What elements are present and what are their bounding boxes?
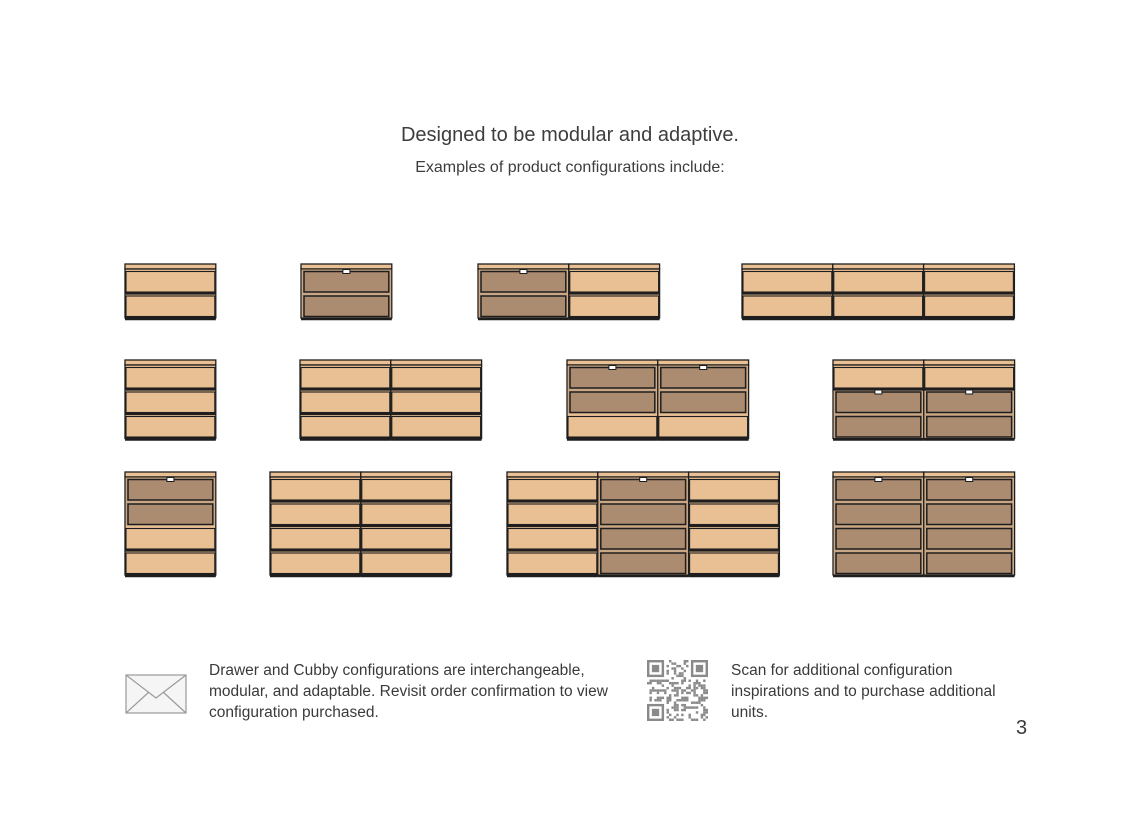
drawer-handle (608, 365, 617, 370)
module-unit (832, 263, 925, 321)
configuration-6 (299, 359, 483, 441)
drawer-handle (699, 365, 708, 370)
drawer-handle (965, 389, 974, 395)
configuration-10 (269, 471, 453, 578)
module-unit (124, 263, 217, 321)
drawer-handle (166, 477, 175, 482)
module-unit (477, 263, 570, 321)
module-unit (687, 471, 781, 578)
configuration-9 (124, 471, 217, 578)
module-unit (506, 471, 599, 578)
module-unit (741, 263, 834, 321)
module-unit (832, 359, 925, 441)
configuration-1 (124, 263, 217, 321)
module-unit (922, 263, 1016, 321)
module-unit (657, 359, 750, 441)
configuration-12 (832, 471, 1016, 578)
page-subheading: Examples of product configurations inclu… (415, 159, 725, 176)
configuration-11 (506, 471, 781, 578)
configuration-note: Drawer and Cubby configurations are inte… (209, 662, 608, 721)
module-unit (923, 359, 1016, 441)
configuration-5 (124, 359, 217, 441)
module-unit (269, 471, 362, 578)
page-number: 3 (1016, 717, 1028, 739)
module-unit (360, 471, 453, 578)
drawer-handle (874, 477, 883, 482)
module-unit (568, 263, 661, 321)
configuration-8 (832, 359, 1016, 441)
module-unit (124, 471, 217, 578)
module-unit (124, 359, 217, 441)
module-unit (299, 359, 392, 441)
module-unit (923, 471, 1016, 578)
module-unit (832, 471, 925, 578)
module-unit (390, 359, 483, 441)
drawer-handle (639, 477, 648, 482)
module-unit (566, 359, 659, 441)
drawer-handle (519, 269, 528, 274)
configuration-3 (477, 263, 661, 321)
configuration-4 (741, 263, 1016, 321)
scan-instructions: Scan for additional configuration inspir… (731, 662, 996, 721)
page-heading: Designed to be modular and adaptive. (400, 124, 739, 146)
module-unit (597, 471, 690, 578)
drawer-handle (342, 269, 351, 274)
module-unit (300, 263, 393, 321)
qr-code-icon[interactable] (647, 660, 708, 721)
drawer-handle (965, 477, 974, 482)
envelope-icon (125, 674, 187, 714)
drawer-handle (874, 389, 883, 395)
configuration-7 (566, 359, 750, 441)
configuration-2 (300, 263, 393, 321)
